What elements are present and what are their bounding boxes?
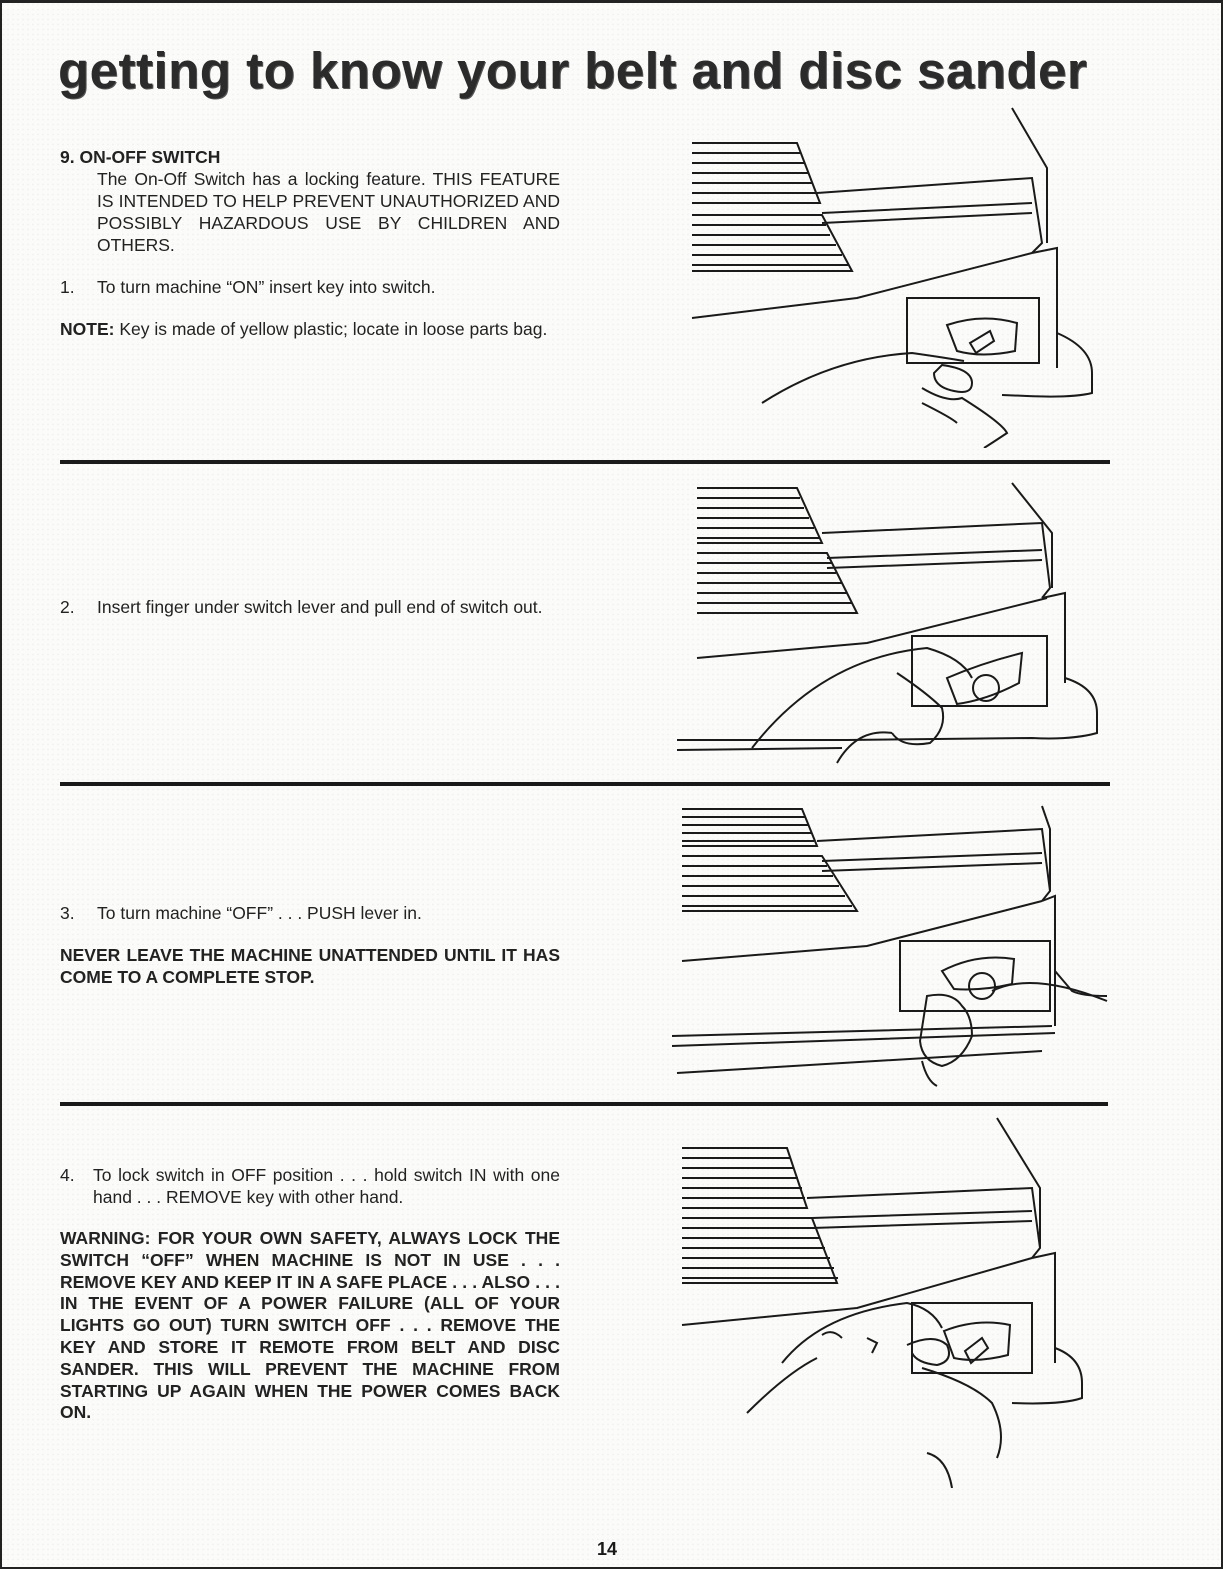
note-body: Key is made of yellow plastic; locate in…: [114, 319, 548, 339]
page-number: 14: [596, 1539, 618, 1559]
note-text: NOTE: Key is made of yellow plastic; loc…: [60, 318, 560, 340]
step-4: 4. To lock switch in OFF position . . . …: [60, 1164, 560, 1208]
step-number: 1.: [60, 277, 75, 297]
section-pull-switch: 2. Insert finger under switch lever and …: [60, 596, 560, 618]
illustration-pull-switch: [676, 482, 1098, 764]
switch-intro-text: The On-Off Switch has a locking feature.…: [97, 169, 560, 255]
section-divider: [60, 782, 1110, 786]
illustration-push-lever: [672, 805, 1108, 1087]
step-text: To turn machine “ON” insert key into swi…: [97, 277, 436, 297]
section-heading: 9. ON-OFF SWITCH: [60, 146, 560, 168]
illustration-remove-key: [681, 1117, 1083, 1488]
step-1: 1. To turn machine “ON” insert key into …: [60, 276, 560, 298]
on-off-switch-heading: 9. ON-OFF SWITCH: [60, 147, 221, 167]
section-divider: [60, 460, 1110, 464]
section-divider: [60, 1102, 1108, 1106]
section-on-off-switch: 9. ON-OFF SWITCH The On-Off Switch has a…: [60, 146, 560, 354]
section-lock-switch: 4. To lock switch in OFF position . . . …: [60, 1164, 560, 1438]
illustration-insert-key: [691, 107, 1093, 448]
safety-warning: WARNING: FOR YOUR OWN SAFETY, ALWAYS LOC…: [60, 1228, 560, 1423]
step-number: 2.: [60, 597, 75, 617]
page-title: getting to know your belt and disc sande…: [58, 42, 1088, 99]
step-2: 2. Insert finger under switch lever and …: [60, 596, 560, 618]
step-number: 3.: [60, 903, 75, 923]
step-text: To turn machine “OFF” . . . PUSH lever i…: [97, 903, 422, 923]
unattended-warning: NEVER LEAVE THE MACHINE UNATTENDED UNTIL…: [60, 945, 560, 987]
step-3: 3. To turn machine “OFF” . . . PUSH leve…: [60, 902, 560, 924]
step-text: To lock switch in OFF position . . . hol…: [93, 1165, 560, 1207]
step-text: Insert finger under switch lever and pul…: [97, 597, 543, 617]
note-label: NOTE:: [60, 319, 115, 339]
step-number: 4.: [60, 1165, 75, 1185]
section-push-lever: 3. To turn machine “OFF” . . . PUSH leve…: [60, 902, 560, 1002]
